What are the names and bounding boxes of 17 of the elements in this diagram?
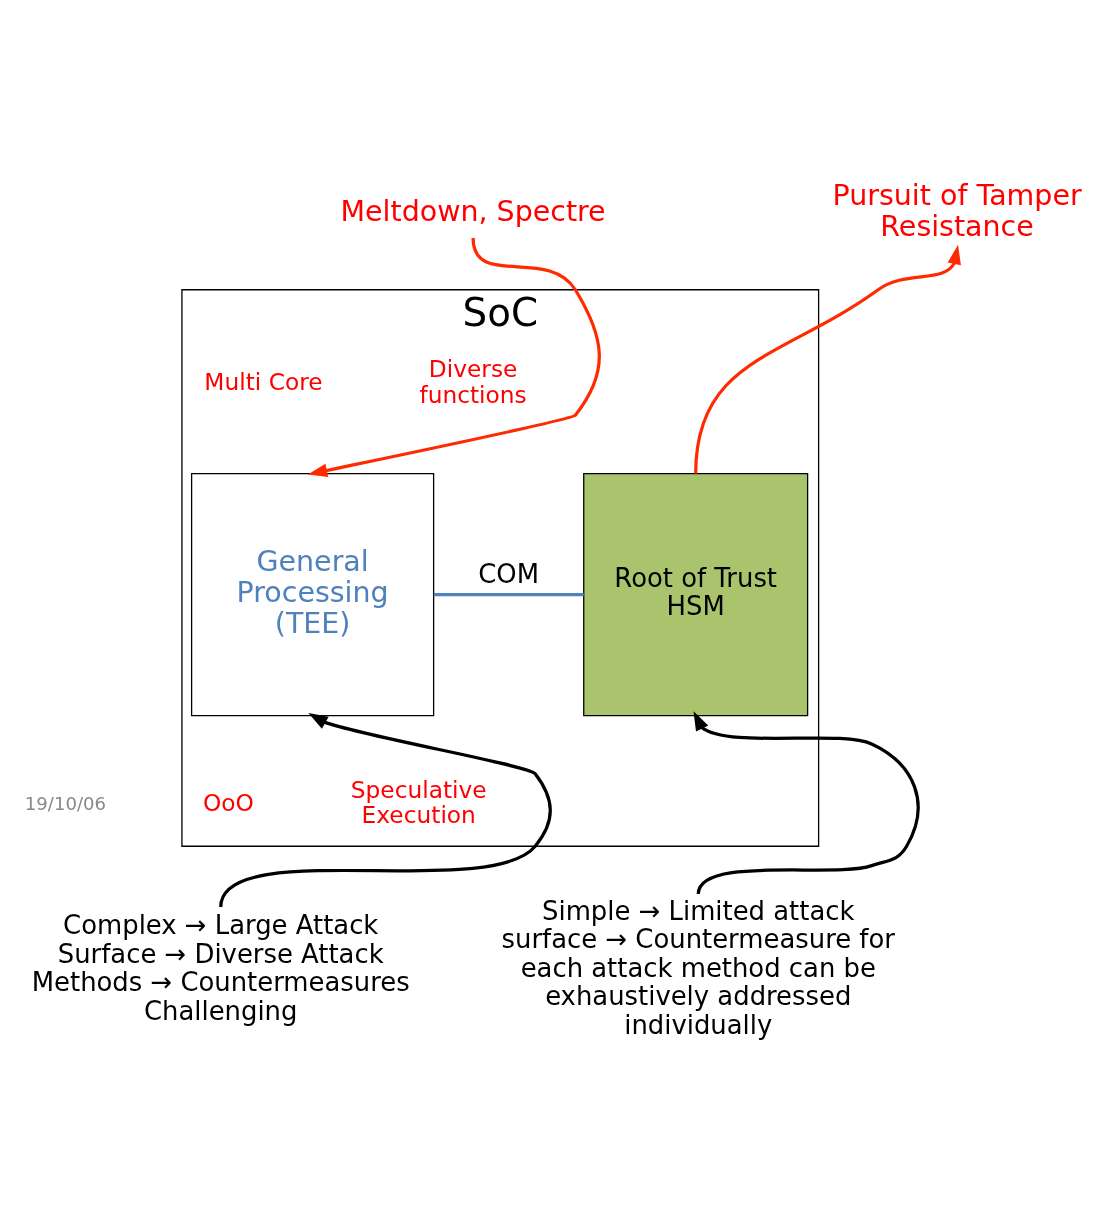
edge-label: COM — [478, 558, 540, 589]
connector — [433, 592, 584, 596]
label: OoO — [203, 788, 254, 816]
node-text: Complex → Large Attack Surface → Diverse Attack Methods → Countermeasures Challenging — [31, 909, 410, 1026]
node-text: Meltdown, Spectre — [340, 194, 606, 228]
arrow — [693, 710, 920, 895]
node-box: Root of Trust HSM — [583, 472, 809, 716]
node-box: General Processing (TEE) — [190, 472, 435, 716]
label: Multi Core — [204, 367, 323, 395]
label: 19/10/06 — [24, 792, 107, 814]
node-text: Pursuit of Tamper Resistance — [832, 178, 1082, 243]
arrow — [307, 237, 601, 477]
arrow — [219, 712, 552, 908]
label: Diverse functions — [419, 354, 527, 408]
node-text: Simple → Limited attack surface → Countermeasure for each attack method can be exhaustively addressed individually — [501, 895, 895, 1040]
label: Speculative Execution — [350, 775, 487, 828]
arrow — [694, 244, 961, 474]
